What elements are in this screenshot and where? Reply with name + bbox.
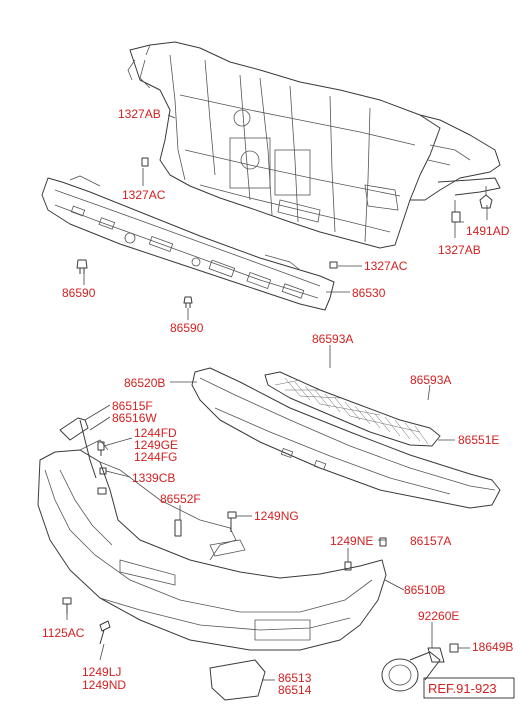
bumper-beam-86530 bbox=[41, 175, 335, 311]
label-86530: 86530 bbox=[352, 286, 386, 300]
label-86157A: 86157A bbox=[410, 534, 451, 548]
label-86514: 86514 bbox=[278, 683, 312, 697]
label-1327AC-top: 1327AC bbox=[122, 188, 166, 202]
label-1249NG: 1249NG bbox=[254, 509, 299, 523]
reference-box bbox=[423, 677, 515, 699]
lower-grille-86551E bbox=[264, 371, 441, 447]
label-1327AB-top: 1327AB bbox=[118, 107, 161, 121]
fasteners-top bbox=[76, 157, 493, 308]
end-cap-86513 bbox=[209, 659, 266, 701]
bumper-cover-86510B bbox=[37, 439, 387, 651]
label-1244FG: 1244FG bbox=[134, 450, 177, 464]
label-1249LJ: 1249LJ bbox=[82, 665, 121, 679]
label-86593A-a: 86593A bbox=[312, 332, 353, 346]
fog-lamp bbox=[381, 643, 459, 692]
label-86593A-b: 86593A bbox=[410, 373, 451, 387]
bracket-86552F bbox=[174, 511, 387, 571]
part-labels: 1327AB 1327AC 1491AD 1327AB 1327AC 86590… bbox=[42, 107, 513, 697]
leader-lines bbox=[66, 114, 488, 681]
label-1491AD: 1491AD bbox=[466, 224, 510, 238]
label-86590-a: 86590 bbox=[62, 286, 96, 300]
label-86520B: 86520B bbox=[124, 376, 165, 390]
label-86552F: 86552F bbox=[160, 492, 201, 506]
label-1125AC: 1125AC bbox=[42, 626, 85, 640]
reference-link[interactable]: REF.91-923 bbox=[423, 677, 515, 699]
label-1327AC-mid: 1327AC bbox=[364, 259, 408, 273]
label-1339CB: 1339CB bbox=[132, 471, 175, 485]
reference-text[interactable]: REF.91-923 bbox=[428, 681, 497, 696]
label-86513: 86513 bbox=[278, 671, 312, 685]
bolts-bottom bbox=[62, 597, 111, 645]
label-92260E: 92260E bbox=[418, 609, 459, 623]
label-86516W: 86516W bbox=[112, 411, 157, 425]
energy-absorber-86520B bbox=[191, 367, 501, 509]
side-bracket bbox=[59, 417, 107, 495]
label-1249NE: 1249NE bbox=[330, 534, 373, 548]
label-1244FD: 1244FD bbox=[134, 426, 177, 440]
label-1249GE: 1249GE bbox=[134, 438, 178, 452]
label-18649B: 18649B bbox=[472, 640, 513, 654]
radiator-support-panel bbox=[127, 41, 501, 249]
label-1249ND: 1249ND bbox=[82, 678, 126, 692]
label-86510B: 86510B bbox=[404, 583, 445, 597]
label-86515F: 86515F bbox=[112, 399, 153, 413]
label-1327AB-right: 1327AB bbox=[438, 243, 481, 257]
label-86551E: 86551E bbox=[458, 433, 499, 447]
label-86590-b: 86590 bbox=[170, 321, 204, 335]
